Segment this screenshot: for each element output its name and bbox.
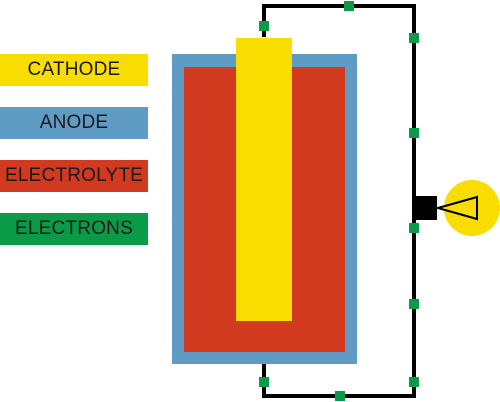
- electron: [259, 21, 269, 31]
- bulb-glass: [444, 180, 500, 236]
- legend-item-cathode: CATHODE: [0, 54, 148, 86]
- electron: [259, 377, 269, 387]
- bulb-filament: [434, 195, 478, 221]
- legend-label-electrolyte: ELECTROLYTE: [4, 165, 144, 186]
- legend-label-electrons: ELECTRONS: [15, 218, 133, 239]
- electron: [409, 299, 419, 309]
- electron: [335, 391, 345, 401]
- light-bulb: [415, 180, 500, 236]
- legend-item-electrons: ELECTRONS: [0, 213, 148, 245]
- cathode-rod: [236, 38, 292, 321]
- legend: CATHODE ANODE ELECTROLYTE ELECTRONS: [0, 54, 148, 266]
- bulb-base: [415, 196, 437, 220]
- legend-label-anode: ANODE: [39, 112, 109, 133]
- electron: [409, 377, 419, 387]
- legend-item-electrolyte: ELECTROLYTE: [0, 160, 148, 192]
- electron: [409, 128, 419, 138]
- electrons: [259, 1, 419, 401]
- electron: [344, 1, 354, 11]
- legend-item-anode: ANODE: [0, 107, 148, 139]
- electron: [409, 223, 419, 233]
- electron: [409, 33, 419, 43]
- circuit-wire: [262, 4, 416, 398]
- legend-label-cathode: CATHODE: [27, 59, 121, 80]
